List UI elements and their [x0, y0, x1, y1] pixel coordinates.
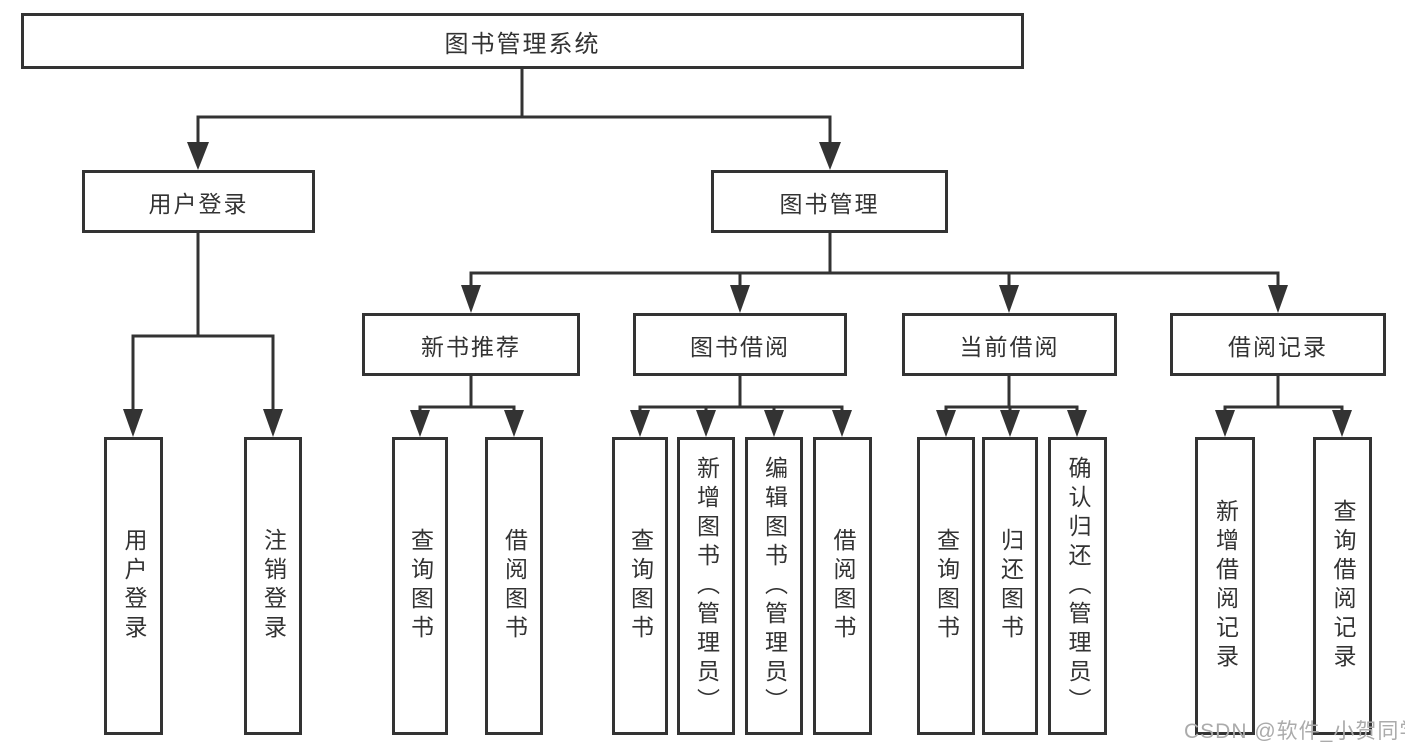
node-query-books-borrowing: 查询图书	[612, 437, 668, 735]
csdn-watermark: CSDN @软件_小贺同学	[1184, 720, 1405, 743]
node-borrowing-records: 借阅记录	[1170, 313, 1386, 376]
node-borrow-books-leaf: 借阅图书	[813, 437, 872, 735]
node-logout: 注销登录	[244, 437, 302, 735]
node-user-login-leaf: 用户登录	[104, 437, 163, 735]
node-query-books-recommend: 查询图书	[392, 437, 448, 735]
node-edit-books-admin: 编辑图书（管理员）	[745, 437, 803, 735]
node-query-books-current: 查询图书	[917, 437, 975, 735]
node-borrow-books-recommend: 借阅图书	[485, 437, 543, 735]
node-return-books: 归还图书	[982, 437, 1038, 735]
node-user-login-branch: 用户登录	[82, 170, 315, 233]
node-book-borrowing: 图书借阅	[633, 313, 847, 376]
node-new-book-recommendation: 新书推荐	[362, 313, 580, 376]
node-current-borrowing: 当前借阅	[902, 313, 1117, 376]
node-add-books-admin: 新增图书（管理员）	[677, 437, 735, 735]
node-add-borrow-record: 新增借阅记录	[1195, 437, 1255, 735]
node-query-borrow-record: 查询借阅记录	[1313, 437, 1372, 735]
node-book-management-branch: 图书管理	[711, 170, 948, 233]
node-confirm-return-admin: 确认归还（管理员）	[1048, 437, 1107, 735]
node-library-management-system: 图书管理系统	[21, 13, 1024, 69]
